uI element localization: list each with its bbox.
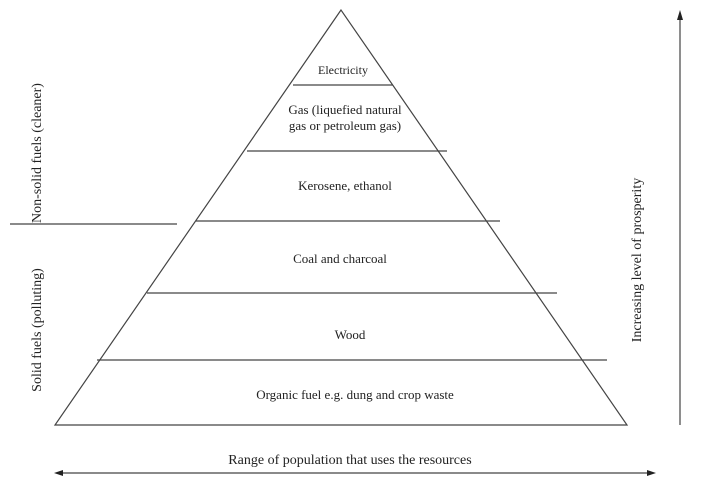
level-electricity: Electricity bbox=[318, 63, 368, 77]
arrow-left-head bbox=[54, 470, 63, 476]
level-coal: Coal and charcoal bbox=[293, 251, 387, 266]
population-label: Range of population that uses the resour… bbox=[228, 453, 472, 468]
level-kerosene: Kerosene, ethanol bbox=[298, 178, 392, 193]
solid-fuels-label: Solid fuels (polluting) bbox=[30, 268, 45, 392]
non-solid-fuels-label: Non-solid fuels (cleaner) bbox=[30, 83, 45, 223]
prosperity-label: Increasing level of prosperity bbox=[630, 177, 645, 343]
pyramid-outline bbox=[53, 8, 629, 426]
arrow-right-head bbox=[647, 470, 656, 476]
level-gas-line1: Gas (liquefied natural bbox=[288, 102, 402, 117]
arrow-up-head bbox=[677, 10, 683, 20]
level-gas-line2: gas or petroleum gas) bbox=[288, 118, 402, 133]
level-wood: Wood bbox=[334, 327, 366, 342]
level-organic: Organic fuel e.g. dung and crop waste bbox=[256, 387, 454, 402]
